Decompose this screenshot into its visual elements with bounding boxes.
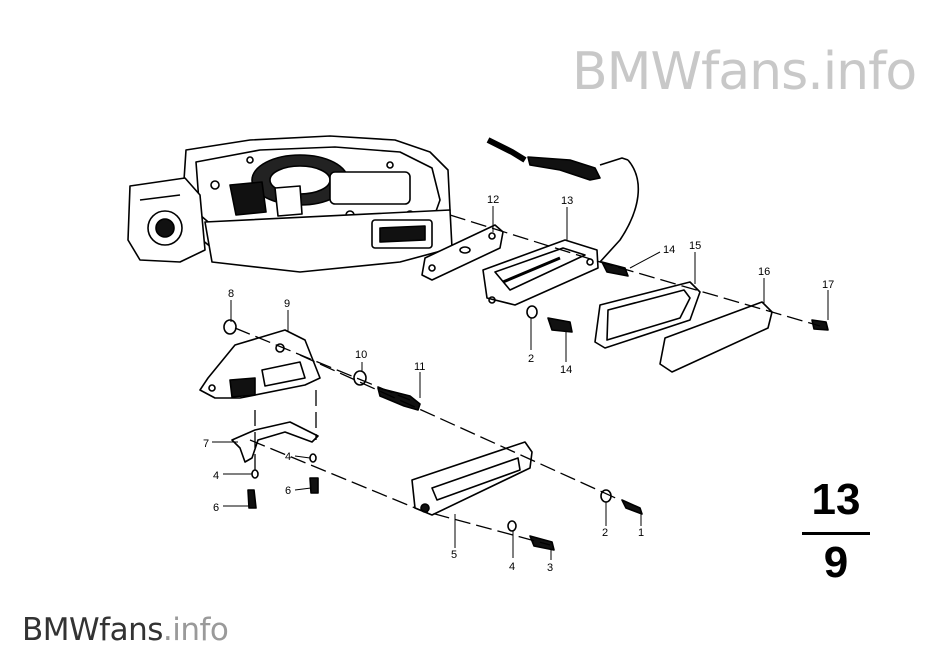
callout-12: 12 — [487, 194, 499, 206]
callout-17: 17 — [822, 279, 834, 291]
callout-7: 7 — [203, 438, 209, 450]
callout-2: 2 — [528, 353, 534, 365]
callout-15: 15 — [689, 240, 701, 252]
callout-4: 4 — [285, 451, 291, 463]
carburetor-body — [127, 135, 453, 273]
bracket-7 — [231, 421, 319, 463]
watermark-top: BMWfans.info — [572, 42, 917, 102]
callout-2: 2 — [602, 527, 608, 539]
callout-16: 16 — [758, 266, 770, 278]
cover-plate-16 — [659, 301, 773, 373]
cover-13 — [482, 239, 599, 306]
callout-4: 4 — [213, 470, 219, 482]
cover-5 — [411, 441, 533, 516]
watermark-brand: BMWfans — [22, 612, 163, 648]
callout-13: 13 — [561, 195, 573, 207]
callout-9: 9 — [284, 298, 290, 310]
callout-6: 6 — [285, 485, 291, 497]
callout-8: 8 — [228, 288, 234, 300]
callout-3: 3 — [547, 562, 553, 574]
callout-10: 10 — [355, 349, 367, 361]
callout-4: 4 — [509, 561, 515, 573]
callout-14: 14 — [663, 244, 675, 256]
bracket-9 — [199, 329, 321, 399]
callout-6: 6 — [213, 502, 219, 514]
throttle-cable — [486, 137, 640, 263]
fraction-rule — [802, 532, 870, 535]
group-number: 13 — [811, 475, 861, 524]
gasket-15 — [594, 281, 701, 349]
sheet-number: 9 — [823, 538, 849, 587]
callout-14: 14 — [560, 364, 572, 376]
callout-11: 11 — [414, 361, 425, 373]
watermark-suffix: .info — [807, 42, 917, 102]
watermark-brand: BMWfans — [572, 42, 808, 102]
watermark-bottom: BMWfans.info — [22, 612, 229, 648]
watermark-suffix: .info — [162, 612, 229, 648]
callout-5: 5 — [451, 549, 457, 561]
callout-1: 1 — [638, 527, 644, 539]
